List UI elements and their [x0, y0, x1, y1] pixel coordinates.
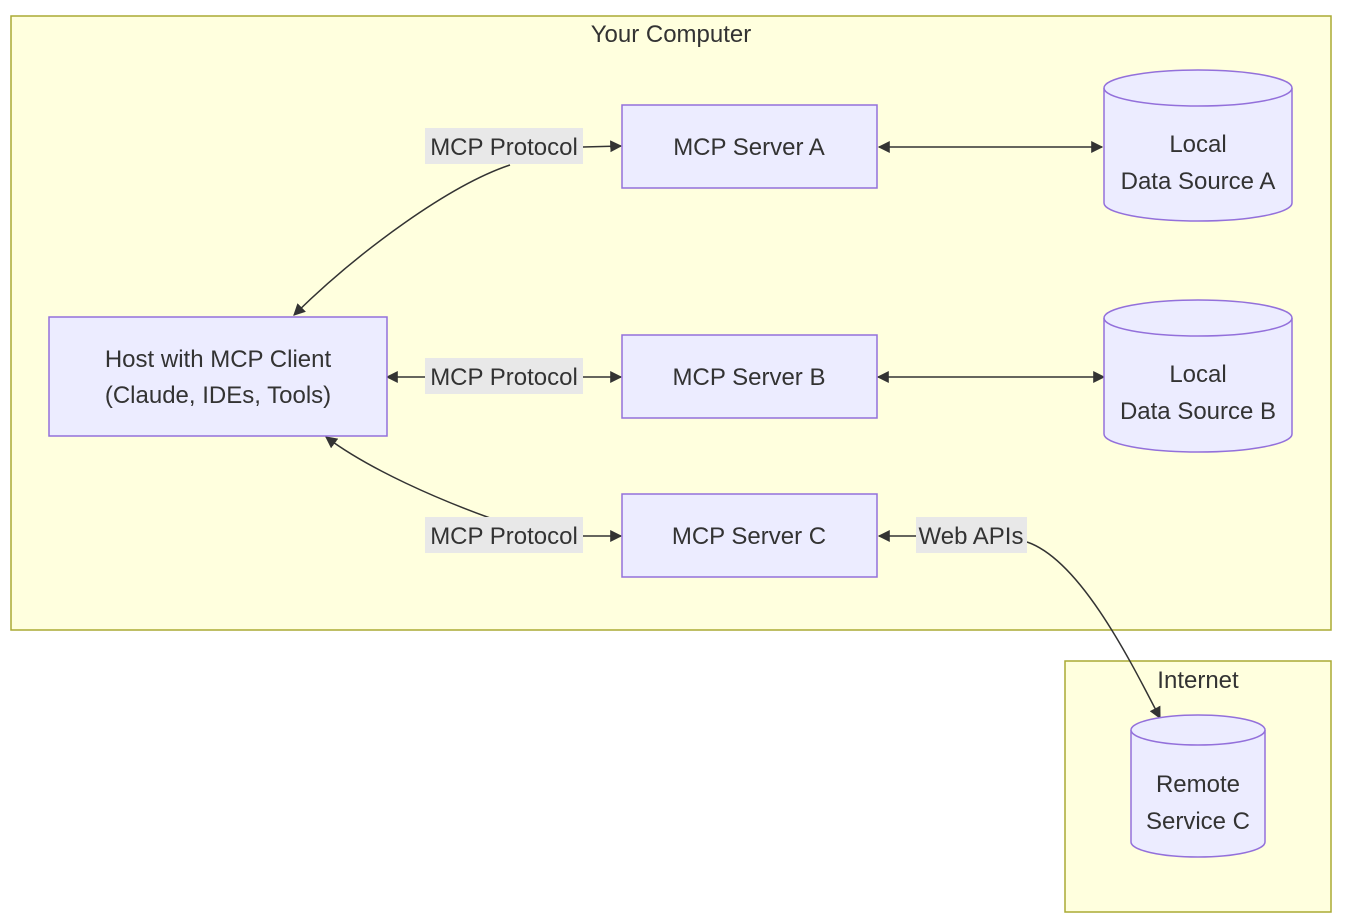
- edge-label-text: MCP Protocol: [430, 523, 578, 550]
- node-local-data-source-b[interactable]: Local Data Source B: [1103, 299, 1293, 453]
- edge-host-to-server-a-line: [582, 140, 623, 153]
- edge-label-host-a: MCP Protocol: [425, 128, 583, 164]
- edge-label-text: MCP Protocol: [430, 134, 578, 161]
- node-data-a-line1: Local: [1169, 131, 1226, 158]
- node-remote-c-line1: Remote: [1156, 771, 1240, 798]
- cluster-title-your-computer: Your Computer: [591, 21, 752, 48]
- edge-host-to-server-c-curve: [325, 436, 491, 519]
- edge-label-web-apis: Web APIs: [916, 517, 1027, 553]
- node-remote-service-c[interactable]: Remote Service C: [1130, 714, 1266, 858]
- node-server-c-label: MCP Server C: [672, 523, 826, 550]
- node-local-data-source-a[interactable]: Local Data Source A: [1103, 69, 1293, 222]
- edge-host-to-server-a-curve: [293, 164, 511, 316]
- node-data-b-line1: Local: [1169, 361, 1226, 388]
- edge-label-host-c: MCP Protocol: [425, 517, 583, 553]
- cluster-title-internet: Internet: [1157, 667, 1239, 694]
- edge-label-text: MCP Protocol: [430, 364, 578, 391]
- node-server-b-label: MCP Server B: [673, 364, 826, 391]
- node-server-a-label: MCP Server A: [673, 134, 825, 161]
- node-host-line2: (Claude, IDEs, Tools): [105, 382, 331, 409]
- edge-label-host-b: MCP Protocol: [425, 358, 583, 394]
- edge-label-text: Web APIs: [919, 523, 1024, 550]
- node-server-b[interactable]: MCP Server B: [621, 334, 878, 419]
- edge-web-apis-remote-c: [1026, 541, 1161, 720]
- node-server-c[interactable]: MCP Server C: [621, 493, 878, 578]
- node-server-a[interactable]: MCP Server A: [621, 104, 878, 189]
- node-host-line1: Host with MCP Client: [105, 346, 332, 373]
- node-host[interactable]: Host with MCP Client (Claude, IDEs, Tool…: [48, 316, 388, 437]
- node-data-a-line2: Data Source A: [1121, 168, 1276, 195]
- node-data-b-line2: Data Source B: [1120, 398, 1276, 425]
- node-remote-c-line2: Service C: [1146, 808, 1250, 835]
